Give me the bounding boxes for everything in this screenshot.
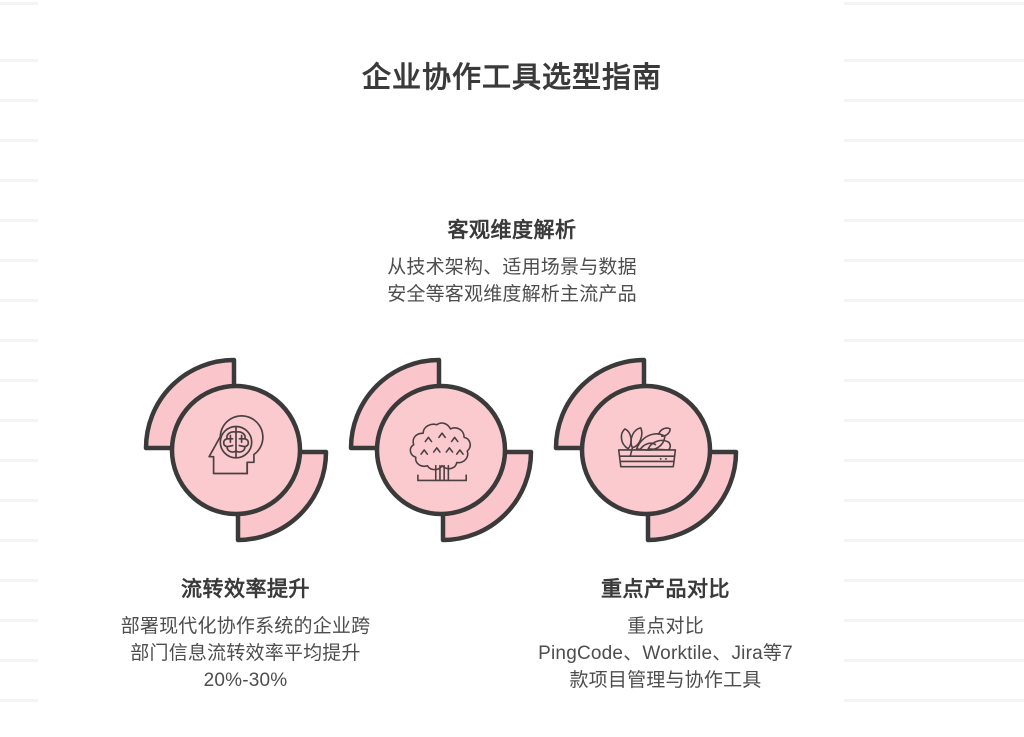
section-objective-dimensions: 客观维度解析 从技术架构、适用场景与数据 安全等客观维度解析主流产品 <box>262 216 762 308</box>
desc-line: 部署现代化协作系统的企业跨 <box>120 616 371 637</box>
icon-unit-brain-head[interactable] <box>138 352 334 548</box>
tree-badge <box>348 357 534 543</box>
desc-line: PingCode、Worktile、Jira等7 <box>538 643 793 664</box>
section-efficiency-improvement: 流转效率提升 部署现代化协作系统的企业跨 部门信息流转效率平均提升 20%-30… <box>58 575 433 694</box>
desc-line: 重点对比 <box>627 616 704 637</box>
brain-head-icon <box>208 415 264 475</box>
vegetable-crate-icon <box>617 427 677 468</box>
vegetable-crate-badge <box>553 357 739 543</box>
icon-row <box>0 352 1024 548</box>
section-desc-product-comparison: 重点对比 PingCode、Worktile、Jira等7 款项目管理与协作工具 <box>468 613 863 694</box>
icon-unit-tree[interactable] <box>343 352 539 548</box>
desc-line: 安全等客观维度解析主流产品 <box>387 284 637 305</box>
icon-unit-vegetable-crate[interactable] <box>548 352 744 548</box>
section-product-comparison: 重点产品对比 重点对比 PingCode、Worktile、Jira等7 款项目… <box>468 575 863 694</box>
desc-line: 款项目管理与协作工具 <box>569 670 762 691</box>
desc-line: 20%-30% <box>203 670 288 691</box>
brain-head-badge <box>143 357 329 543</box>
desc-line: 部门信息流转效率平均提升 <box>130 643 361 664</box>
section-title-product-comparison: 重点产品对比 <box>601 578 730 601</box>
section-desc-objective-dimensions: 从技术架构、适用场景与数据 安全等客观维度解析主流产品 <box>262 254 762 308</box>
tree-icon <box>409 422 472 482</box>
section-desc-efficiency-improvement: 部署现代化协作系统的企业跨 部门信息流转效率平均提升 20%-30% <box>58 613 433 694</box>
desc-line: 从技术架构、适用场景与数据 <box>387 257 637 278</box>
icon-disc <box>374 383 508 517</box>
page-title: 企业协作工具选型指南 <box>361 62 662 95</box>
section-title-objective-dimensions: 客观维度解析 <box>447 219 577 242</box>
section-title-efficiency-improvement: 流转效率提升 <box>181 578 310 601</box>
